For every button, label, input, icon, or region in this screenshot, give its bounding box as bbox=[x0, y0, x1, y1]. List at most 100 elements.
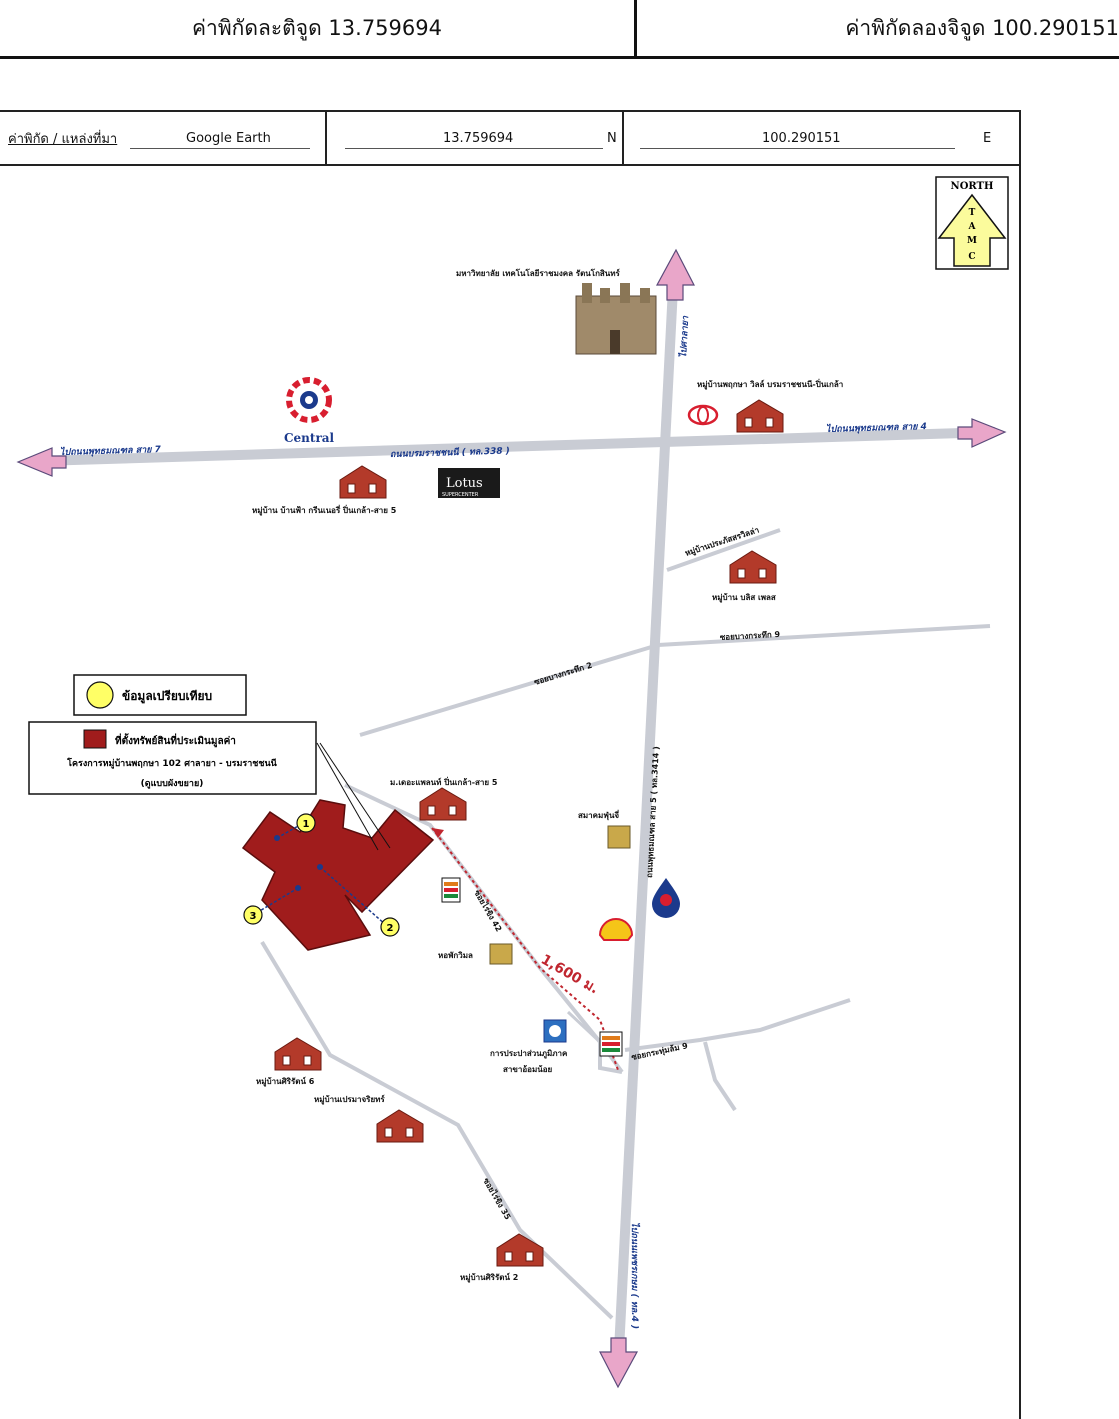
road-borom-rajchonnanee bbox=[39, 427, 996, 466]
label-water-sub: สาขาอ้อมน้อย bbox=[503, 1064, 552, 1074]
label-borom-road: ถนนบรมราชชนนี ( ทล.338 ) bbox=[390, 445, 510, 460]
arrow-north bbox=[655, 248, 695, 301]
divider bbox=[325, 112, 327, 164]
legend-subject-box bbox=[28, 721, 317, 795]
compass-letter: C bbox=[968, 252, 975, 262]
label-soi-rai-khing-35: ซอยไร่ขิง 35 bbox=[481, 1176, 513, 1222]
map-sheet: ค่าพิกัด / แหล่งที่มา Google Earth 13.75… bbox=[0, 110, 1021, 1419]
label-dorm: หอพักวิมล bbox=[438, 951, 473, 960]
underline bbox=[130, 148, 310, 149]
compass-letter: A bbox=[968, 222, 977, 232]
latitude-header: ค่าพิกัดละติจูด 13.759694 bbox=[0, 0, 637, 56]
central-label: Central bbox=[284, 431, 335, 445]
lng-direction: E bbox=[983, 130, 992, 146]
label-soi-bangkrathuek-2: ซอยบางกระทึก 2 bbox=[533, 661, 593, 687]
dorm-building-icon bbox=[489, 943, 513, 965]
house-icon bbox=[376, 1109, 424, 1143]
comparison-markers: 1 2 3 bbox=[243, 813, 400, 937]
association-building-icon bbox=[607, 825, 631, 849]
house-icon bbox=[339, 465, 387, 499]
marker-number: 1 bbox=[303, 819, 310, 830]
north-compass: NORTH T A M C bbox=[935, 176, 1009, 270]
label-the-palms: ม.เดอะแพลนท์ ปิ่นเกล้า-สาย 5 bbox=[390, 776, 498, 787]
comparison-marker-3[interactable] bbox=[243, 905, 263, 925]
coordinate-source-row: ค่าพิกัด / แหล่งที่มา Google Earth 13.75… bbox=[0, 112, 1019, 166]
route-arrow-icon bbox=[432, 828, 444, 838]
comparison-legend-icon bbox=[86, 681, 114, 709]
label-soi-rai-khing-42: ซอยไร่ขิง 42 bbox=[472, 888, 504, 933]
marker-leader bbox=[276, 824, 301, 839]
leader-line bbox=[316, 742, 379, 851]
lat-value: 13.759694 bbox=[443, 130, 514, 146]
road-soi-bangkrathuek-9 bbox=[657, 624, 991, 647]
house-icon bbox=[419, 787, 467, 821]
label-water: การประปาส่วนภูมิภาค bbox=[490, 1049, 567, 1059]
coord-source-label: ค่าพิกัด / แหล่งที่มา bbox=[8, 131, 118, 147]
lotus-logo-icon bbox=[438, 468, 500, 498]
compass-letter: M bbox=[967, 236, 977, 246]
road-soi-krathumlom-9 bbox=[624, 998, 851, 1052]
lng-value: 100.290151 bbox=[762, 130, 841, 146]
road-soi-prasertsap bbox=[666, 528, 781, 572]
ptt-station-icon bbox=[652, 878, 680, 918]
label-sirirat-6: หมู่บ้านศิริรัตน์ 6 bbox=[256, 1076, 315, 1087]
label-soi-bangkrathuek-9: ซอยบางกระทึก 9 bbox=[720, 630, 781, 642]
lat-direction: N bbox=[607, 130, 617, 146]
road-phutthamonthon-5 bbox=[613, 267, 679, 1371]
lotus-label: Lotus bbox=[446, 476, 483, 491]
label-porn-chareon: หมู่บ้านเปรมาจริยทร์ bbox=[314, 1094, 385, 1105]
underline bbox=[640, 148, 955, 149]
parcel-shape bbox=[241, 799, 435, 951]
legend-project-line: โครงการหมู่บ้านพฤกษา 102 ศาลายา - บรมราช… bbox=[66, 757, 277, 769]
marker-leader bbox=[257, 887, 299, 913]
label-to-phuttha-7: ไปถนนพุทธมณฑล สาย 7 bbox=[60, 443, 162, 458]
house-icon bbox=[274, 1037, 322, 1071]
label-baan-fah: หมู่บ้าน บ้านฟ้า กรีนเนอรี่ ปิ่นเกล้า-สา… bbox=[252, 504, 397, 516]
legend-subject-label: ที่ตั้งทรัพย์สินที่ประเมินมูลค่า bbox=[115, 733, 236, 748]
marker-dot bbox=[295, 885, 301, 891]
label-sirirat-2: หมู่บ้านศิริรัตน์ 2 bbox=[460, 1272, 518, 1283]
comparison-marker-2[interactable] bbox=[380, 917, 400, 937]
marker-number: 2 bbox=[387, 923, 394, 934]
road-soi-bangkrathuek-2 bbox=[359, 643, 659, 737]
compass-title: NORTH bbox=[951, 181, 994, 192]
road-branch bbox=[703, 1041, 737, 1112]
lotus-sublabel: SUPERCENTER bbox=[442, 492, 479, 498]
arrow-west bbox=[16, 447, 67, 477]
coordinate-header: ค่าพิกัดละติจูด 13.759694 ค่าพิกัดลองจิจ… bbox=[0, 0, 1119, 59]
arrowheads bbox=[16, 248, 1007, 1389]
marker-dot bbox=[317, 864, 323, 870]
central-logo-icon bbox=[286, 377, 332, 423]
label-to-phetkasem: ไปถนนเพชรเกษม ( ทล.4 ) bbox=[629, 1222, 641, 1329]
underline bbox=[345, 148, 603, 149]
marker-number: 3 bbox=[250, 911, 257, 922]
shell-station-icon bbox=[598, 918, 634, 941]
label-bliss: หมู่บ้าน บลิส เพลส bbox=[712, 592, 776, 603]
legend: ข้อมูลเปรียบเทียบ ที่ตั้งทรัพย์สินที่ประ… bbox=[28, 674, 317, 795]
label-association: สมาคมฟุ่นจี่ bbox=[578, 809, 619, 821]
label-to-phuttha-4: ไปถนนพุทธมณฑล สาย 4 bbox=[826, 420, 927, 435]
road-soi-rai-khing-35 bbox=[260, 940, 614, 1320]
university-building-icon bbox=[575, 283, 657, 355]
compass-letter: T bbox=[969, 208, 976, 218]
comparison-marker-1[interactable] bbox=[296, 813, 316, 833]
house-icon bbox=[736, 399, 784, 433]
seven-eleven-icon bbox=[599, 1031, 623, 1057]
seven-eleven-icon bbox=[441, 877, 461, 903]
roads bbox=[39, 267, 996, 1371]
water-authority-icon bbox=[543, 1019, 567, 1043]
label-pruksa-ville: หมู่บ้านพฤกษา วิลล์ บรมราชชนนี-ปิ่นเกล้า bbox=[697, 378, 843, 390]
label-university: มหาวิทยาลัย เทคโนโลยีราชมงคล รัตนโกสินทร… bbox=[456, 268, 621, 278]
longitude-header: ค่าพิกัดลองจิจูด 100.290151 bbox=[845, 15, 1119, 40]
legend-project-sub: (ดูแบบผังขยาย) bbox=[141, 778, 204, 789]
coord-source-value: Google Earth bbox=[186, 130, 271, 146]
leader-line bbox=[319, 742, 391, 849]
house-icons bbox=[274, 399, 784, 1267]
arrow-east bbox=[957, 418, 1007, 448]
marker-dot bbox=[274, 835, 280, 841]
house-icon bbox=[496, 1233, 544, 1267]
divider bbox=[622, 112, 624, 164]
subject-legend-icon bbox=[83, 729, 107, 749]
arrow-south bbox=[599, 1337, 639, 1389]
